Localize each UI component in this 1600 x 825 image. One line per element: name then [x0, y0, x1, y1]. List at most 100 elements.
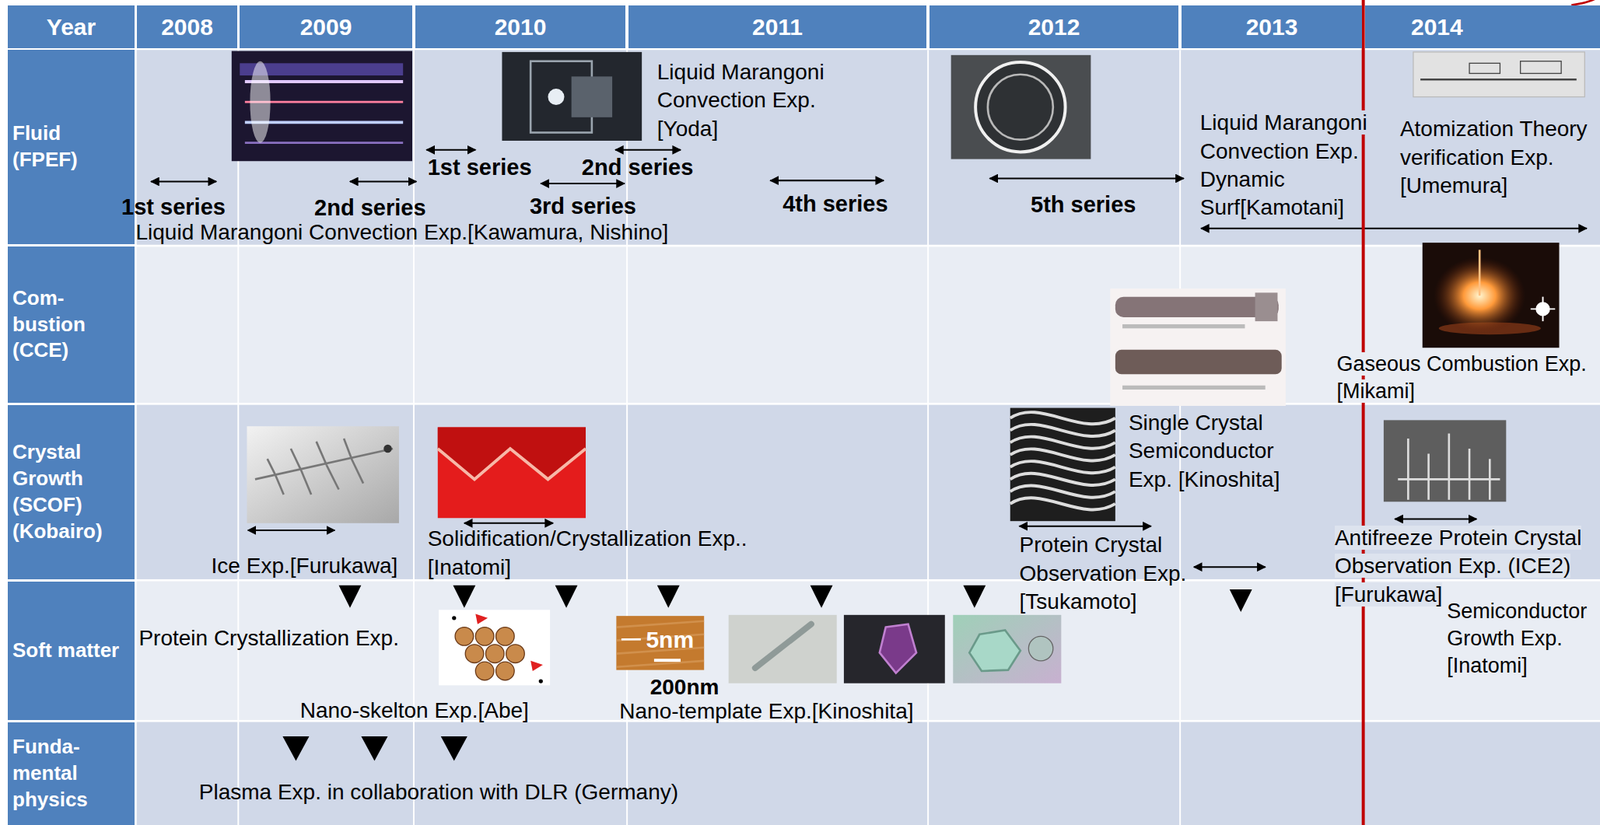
nano-skeleton-illustration — [465, 644, 484, 664]
label-box: Single Crystal Semiconductor Exp. [Kinos… — [1128, 409, 1285, 494]
experiment-photo — [1397, 433, 1500, 500]
cell-text: Year — [46, 11, 96, 43]
period-arrow — [990, 177, 1184, 179]
series-label: 1st series — [427, 154, 533, 180]
experiment-photo — [1413, 52, 1585, 98]
period-arrow — [1200, 227, 1587, 230]
year-header-cell: 2009 — [239, 5, 413, 49]
nano-skeleton-illustration — [496, 627, 515, 647]
launch-triangle — [555, 585, 578, 609]
experiment-photo — [1028, 636, 1053, 661]
launch-triangle — [282, 736, 309, 761]
experiment-photo — [1383, 420, 1506, 502]
launch-triangle — [452, 585, 476, 609]
period-arrow — [464, 522, 554, 525]
experiment-photo — [231, 51, 413, 162]
experiment-photo — [246, 426, 399, 524]
experiment-photo — [1422, 242, 1560, 348]
label-box: Liquid Marangoni Convection Exp. Dynamic… — [1200, 108, 1384, 223]
cell-text: Crystal Growth (SCOF) (Kobairo) — [12, 439, 126, 545]
experiment-label: Ice Exp.[Furukawa] — [211, 553, 399, 578]
experiment-label: Liquid Marangoni Convection Exp.[Yoda] — [657, 59, 825, 141]
experiment-label: Antifreeze Protein Crystal Observation E… — [1334, 525, 1582, 607]
period-arrow — [615, 149, 681, 151]
nano-skeleton-illustration — [475, 661, 494, 681]
category-row-header: Funda- mental physics — [7, 722, 135, 825]
cell-text: Com- bustion (CCE) — [12, 285, 126, 365]
series-label: 5th series — [1030, 192, 1136, 218]
experiment-photo — [616, 616, 704, 671]
experiment-photo — [437, 448, 586, 480]
period-arrow — [770, 179, 884, 182]
experiment-photo — [246, 426, 399, 524]
label-box: 2nd series — [581, 153, 694, 183]
series-label: 2nd series — [314, 195, 426, 221]
category-row-header: Fluid (FPEF) — [7, 49, 135, 245]
experiment-photo — [1109, 288, 1286, 407]
experiment-photo — [728, 615, 837, 684]
experiment-photo — [1010, 408, 1116, 522]
grid-line — [1179, 49, 1181, 825]
series-label: 2nd series — [581, 154, 694, 180]
launch-triangle — [339, 585, 362, 609]
category-row-header: Crystal Growth (SCOF) (Kobairo) — [7, 405, 135, 580]
cell-text: 2012 — [1028, 11, 1081, 43]
nano-skeleton-illustration — [455, 627, 474, 647]
experiment-photo — [1115, 297, 1279, 318]
experiment-photo — [437, 427, 586, 519]
experiment-photo — [501, 52, 642, 141]
experiment-photo — [1010, 408, 1116, 522]
experiment-label: Protein Crystal Observation Exp. [Tsukam… — [1019, 532, 1187, 614]
year-header-cell: 2010 — [415, 5, 626, 49]
nano-skeleton-illustration — [506, 644, 526, 664]
experiment-photo — [249, 61, 270, 144]
experiment-photo — [1478, 249, 1481, 296]
launch-triangle — [1229, 589, 1253, 613]
experiment-photo — [879, 624, 917, 674]
period-arrow — [350, 180, 417, 183]
experiment-photo — [1520, 61, 1562, 74]
experiment-photo — [952, 615, 1061, 684]
cell-text: Fluid (FPEF) — [12, 120, 126, 174]
experiment-photo — [547, 88, 564, 106]
label-box: Gaseous Combustion Exp. [Mikami] — [1337, 350, 1600, 406]
period-arrow — [540, 182, 625, 185]
current-date-line — [1363, 0, 1597, 825]
experiment-photo — [755, 624, 812, 669]
label-box: 2nd series — [314, 193, 426, 224]
series-label: 4th series — [782, 191, 888, 217]
experiment-photo — [437, 427, 586, 519]
grid-line — [237, 49, 239, 825]
experiment-photo — [255, 438, 393, 495]
nano-skeleton-illustration — [475, 627, 494, 647]
period-arrow — [1019, 525, 1152, 528]
experiment-photo — [975, 62, 1065, 152]
experiment-photo — [1115, 350, 1282, 375]
experiment-photo — [1413, 52, 1585, 98]
scale-label: 200nm — [650, 675, 720, 700]
experiment-label: Single Crystal Semiconductor Exp. [Kinos… — [1128, 410, 1281, 492]
period-arrow — [426, 149, 476, 151]
category-row-header: Soft matter — [7, 581, 135, 721]
cell-text: Soft matter — [12, 637, 120, 665]
period-arrow — [150, 150, 1587, 568]
experiment-photo — [951, 55, 1092, 160]
scale-label: 5nm — [645, 626, 694, 653]
nano-skeleton-illustration — [496, 661, 515, 681]
period-arrow — [150, 180, 217, 183]
experiment-photo — [1122, 324, 1245, 329]
experiment-photo — [231, 51, 413, 162]
experiment-photo — [383, 444, 392, 453]
experiment-photo — [728, 615, 837, 684]
experiment-photo — [501, 52, 642, 141]
label-box: 1st series — [427, 153, 533, 183]
launch-triangle — [360, 736, 388, 761]
label-box: Ice Exp.[Furukawa] — [211, 552, 399, 581]
label-box: Antifreeze Protein Crystal Observation E… — [1334, 524, 1590, 610]
experiment-photo — [621, 638, 641, 641]
experiment-label: Liquid Marangoni Convection Exp. Dynamic… — [1200, 110, 1368, 220]
experiment-photo — [654, 658, 681, 662]
year-header-cell: 2012 — [929, 5, 1179, 49]
row-background — [136, 246, 1600, 403]
